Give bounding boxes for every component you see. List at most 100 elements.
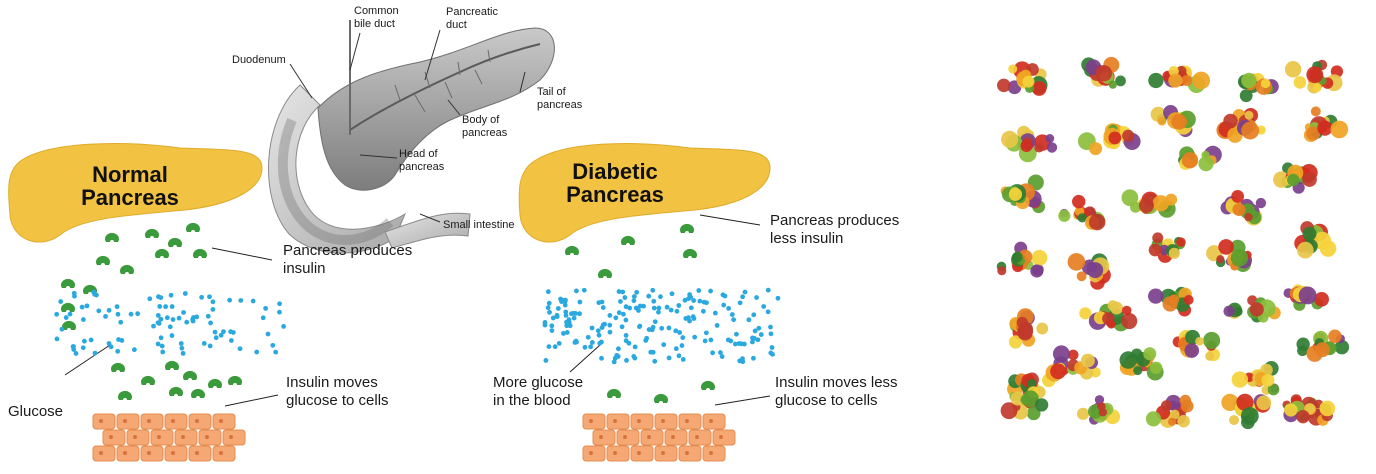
glucose-dot bbox=[650, 349, 656, 355]
glucose-label: Glucose bbox=[8, 403, 64, 420]
glucose-dot bbox=[623, 332, 629, 338]
glucose-dot bbox=[569, 311, 574, 317]
glucose-dot bbox=[554, 312, 560, 318]
glucose-dot bbox=[680, 335, 686, 340]
glucose-dot bbox=[563, 312, 569, 318]
glucose-dot bbox=[754, 295, 759, 300]
glucose-dot bbox=[669, 291, 675, 297]
fruit-pile bbox=[1008, 308, 1049, 349]
glucose-dot bbox=[703, 330, 709, 336]
glucose-dot bbox=[738, 341, 744, 347]
glucose-dot bbox=[768, 331, 774, 337]
glucose-dot bbox=[552, 344, 558, 350]
glucose-dot bbox=[637, 303, 643, 309]
glucose-dot bbox=[722, 293, 728, 299]
glucose-dot bbox=[84, 303, 90, 309]
glucose-dot bbox=[740, 356, 745, 362]
glucose-dot bbox=[155, 312, 161, 318]
glucose-dot bbox=[263, 305, 269, 311]
body-cell bbox=[164, 445, 188, 462]
body-cell bbox=[630, 445, 654, 462]
glucose-dot bbox=[616, 310, 622, 316]
body-cell bbox=[678, 413, 702, 430]
glucose-dot bbox=[682, 297, 688, 303]
glucose-dot bbox=[190, 318, 196, 324]
glucose-dot bbox=[725, 337, 731, 343]
fruit-pile bbox=[1067, 253, 1111, 290]
glucose-dot bbox=[558, 296, 564, 302]
label-body-of-pancreas: Body of pancreas bbox=[462, 114, 508, 139]
glucose-dot bbox=[180, 350, 186, 356]
normal-moves-label: Insulin moves glucose to cells bbox=[286, 374, 389, 409]
body-cell bbox=[116, 413, 140, 430]
body-cell bbox=[606, 413, 630, 430]
fruit-pile bbox=[1000, 174, 1046, 214]
body-cell bbox=[212, 445, 236, 462]
glucose-dot bbox=[634, 289, 640, 295]
fruit-pile bbox=[1283, 284, 1329, 311]
glucose-dot bbox=[54, 311, 60, 317]
glucose-dot bbox=[205, 313, 211, 319]
glucose-dot bbox=[673, 346, 679, 352]
insulin-molecule bbox=[598, 268, 612, 278]
glucose-dot bbox=[688, 305, 694, 311]
glucose-dot bbox=[561, 331, 566, 336]
glucose-dot bbox=[157, 304, 163, 309]
insulin-molecule bbox=[145, 228, 159, 238]
glucose-dot bbox=[607, 329, 613, 335]
glucose-dot bbox=[131, 347, 137, 353]
glucose-dot bbox=[677, 330, 683, 335]
glucose-dot bbox=[79, 304, 85, 310]
glucose-dot bbox=[750, 335, 755, 341]
glucose-dot bbox=[199, 294, 205, 300]
glucose-dot bbox=[210, 299, 216, 305]
glucose-dot bbox=[588, 344, 594, 350]
glucose-dot bbox=[646, 293, 652, 299]
fruit-pile bbox=[1148, 232, 1186, 263]
glucose-dot bbox=[168, 292, 174, 298]
glucose-dot bbox=[254, 349, 260, 355]
glucose-dot bbox=[761, 304, 767, 309]
glucose-dot bbox=[673, 328, 679, 334]
glucose-dot bbox=[646, 327, 652, 332]
glucose-dot bbox=[687, 292, 693, 297]
glucose-dot bbox=[661, 342, 667, 348]
body-cell bbox=[688, 429, 712, 446]
fruit-pile bbox=[997, 61, 1048, 96]
glucose-dot bbox=[564, 323, 570, 329]
insulin-molecule bbox=[607, 388, 621, 398]
fruit-pile bbox=[1045, 345, 1101, 382]
glucose-dot bbox=[581, 287, 587, 293]
glucose-dot bbox=[159, 343, 165, 349]
fruit-pile bbox=[1303, 106, 1349, 142]
glucose-dot bbox=[616, 289, 622, 294]
fruit-pile bbox=[1221, 393, 1272, 430]
glucose-dot bbox=[758, 332, 764, 337]
glucose-dot bbox=[67, 311, 73, 317]
glucose-dot bbox=[59, 326, 65, 332]
body-cell bbox=[140, 413, 164, 430]
glucose-dot bbox=[696, 288, 702, 293]
glucose-dot bbox=[740, 294, 746, 300]
insulin-molecule bbox=[193, 248, 207, 258]
glucose-dot bbox=[666, 325, 672, 331]
glucose-dot bbox=[160, 349, 166, 355]
glucose-dot bbox=[631, 298, 637, 304]
diabetic-produces-label: Pancreas produces less insulin bbox=[770, 212, 900, 247]
body-cell bbox=[606, 445, 630, 462]
glucose-dot bbox=[643, 338, 649, 343]
glucose-dot bbox=[164, 315, 170, 321]
glucose-dot bbox=[155, 341, 161, 347]
glucose-dot bbox=[611, 359, 617, 365]
glucose-dot bbox=[277, 309, 282, 315]
glucose-dot bbox=[708, 337, 714, 343]
glucose-dot bbox=[91, 289, 97, 295]
glucose-dot bbox=[227, 297, 233, 303]
insulin-molecule bbox=[191, 388, 205, 398]
glucose-dot bbox=[163, 304, 169, 310]
glucose-dot bbox=[238, 298, 244, 303]
glucose-dot bbox=[676, 303, 682, 308]
glucose-dot bbox=[181, 310, 186, 315]
glucose-dot bbox=[718, 350, 723, 355]
